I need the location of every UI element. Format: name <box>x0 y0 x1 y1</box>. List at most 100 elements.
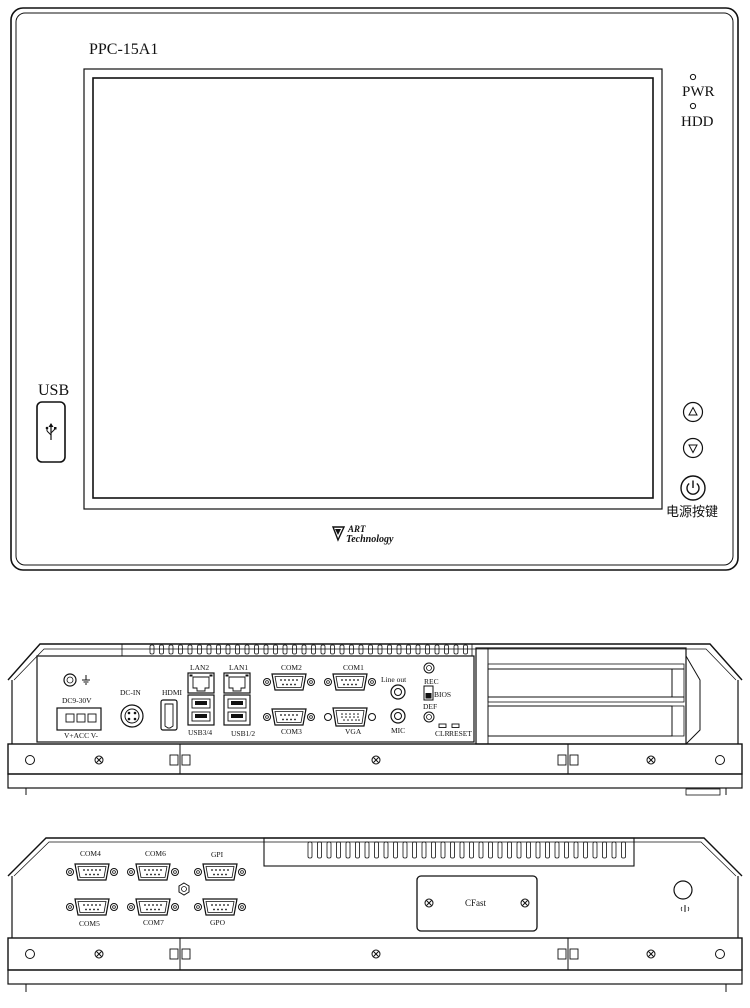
vent-slot <box>187 644 193 655</box>
com2-label: COM2 <box>281 663 302 672</box>
hdd-led <box>689 102 697 110</box>
vga-port[interactable] <box>324 707 376 727</box>
cfast-slot-cover[interactable] <box>416 875 538 932</box>
bios-switch[interactable] <box>423 685 434 701</box>
gpi-port[interactable] <box>193 863 247 881</box>
com1-label: COM1 <box>343 663 364 672</box>
side-bezel-strip <box>7 937 743 971</box>
side-base-strip <box>7 969 743 985</box>
vent-slot <box>573 841 579 859</box>
vent-slot <box>431 841 436 859</box>
vent-slot <box>453 644 459 655</box>
usb12-ports[interactable] <box>223 694 251 726</box>
vent-slot <box>592 841 598 859</box>
screw <box>646 755 656 765</box>
brand-line2: Technology <box>346 534 394 545</box>
bracket-right <box>557 744 579 774</box>
usb34-ports[interactable] <box>187 694 215 726</box>
ground-screw <box>63 673 77 687</box>
vent-slot <box>545 841 550 859</box>
model-label: PPC-15A1 <box>89 41 158 58</box>
line-out-jack[interactable] <box>390 684 406 700</box>
screen-display <box>92 77 654 499</box>
vent-slot <box>393 841 398 859</box>
bios-label: BIOS <box>434 690 451 699</box>
def-label: DEF <box>423 702 437 711</box>
vent-slot <box>469 841 474 859</box>
vent-slot <box>339 644 345 655</box>
usb-label: USB <box>38 382 69 399</box>
vent-slot <box>564 841 569 859</box>
gpo-port[interactable] <box>193 898 247 916</box>
lan1-port[interactable] <box>223 672 251 694</box>
reset-button[interactable] <box>451 723 460 728</box>
vent-slots <box>307 841 626 859</box>
triangle-down-icon <box>688 444 698 454</box>
clr-label: CLR <box>435 729 450 738</box>
up-button[interactable] <box>682 401 704 423</box>
bracket-left <box>169 938 191 970</box>
mount-hole <box>715 949 725 959</box>
vent-slot <box>178 644 183 655</box>
vent-slot <box>516 841 522 859</box>
vent-slot <box>336 841 341 859</box>
front-usb-port[interactable] <box>36 401 66 463</box>
down-button[interactable] <box>682 437 704 459</box>
com7-label: COM7 <box>143 918 164 927</box>
dc-terminal-block[interactable] <box>56 707 102 731</box>
vent-slot <box>488 841 493 859</box>
com7-port[interactable] <box>126 898 180 916</box>
vent-slot <box>368 644 373 655</box>
expansion-bay <box>475 647 687 745</box>
com3-label: COM3 <box>281 727 302 736</box>
clr-button[interactable] <box>438 723 447 728</box>
vent-slot <box>317 841 322 859</box>
vent-slot <box>415 644 421 655</box>
vent-slot <box>396 644 402 655</box>
dc-in-jack[interactable] <box>120 704 144 728</box>
reset-label: RESET <box>449 729 472 738</box>
cfast-label: CFast <box>465 898 487 908</box>
vent-slot <box>478 841 484 859</box>
vent-slot <box>611 841 617 859</box>
vent-slot <box>244 644 250 655</box>
com2-port[interactable] <box>262 673 316 691</box>
mic-jack[interactable] <box>390 708 406 724</box>
vent-slot <box>374 841 379 859</box>
front-inner-bezel <box>15 12 734 566</box>
hdmi-port[interactable] <box>160 699 178 731</box>
vent-slot <box>383 841 389 859</box>
vent-slot <box>421 841 427 859</box>
ground-icon <box>82 675 90 685</box>
vent-slot <box>149 644 155 655</box>
lan2-port[interactable] <box>187 672 215 694</box>
usb34-label: USB3/4 <box>188 728 212 737</box>
dc-range-label: DC9-30V <box>62 696 92 705</box>
vent-slot <box>254 644 259 655</box>
com4-port[interactable] <box>65 863 119 881</box>
gpo-label: GPO <box>210 918 226 927</box>
rec-button[interactable] <box>423 662 435 674</box>
line-out-label: Line out <box>381 675 407 684</box>
brand-line1: ART <box>347 524 366 534</box>
front-view: PPC-15A1 PWR HDD USB <box>10 7 739 571</box>
vent-slot <box>402 841 408 859</box>
power-button[interactable] <box>680 475 706 501</box>
com5-port[interactable] <box>65 898 119 916</box>
art-logo-icon <box>331 526 346 542</box>
screw <box>371 755 381 765</box>
bracket-left <box>169 744 191 774</box>
antenna-icon <box>680 905 690 912</box>
def-button[interactable] <box>423 711 435 723</box>
screw <box>646 949 656 959</box>
com1-port[interactable] <box>323 673 377 691</box>
vent-slot <box>197 644 202 655</box>
vent-slot <box>497 841 503 859</box>
vent-slot <box>273 644 278 655</box>
com3-port[interactable] <box>262 708 316 726</box>
dc-in-label: DC-IN <box>120 688 141 697</box>
mount-hole <box>25 755 35 765</box>
com6-port[interactable] <box>126 863 180 881</box>
vent-slot <box>263 644 269 655</box>
usb12-label: USB1/2 <box>231 729 255 738</box>
